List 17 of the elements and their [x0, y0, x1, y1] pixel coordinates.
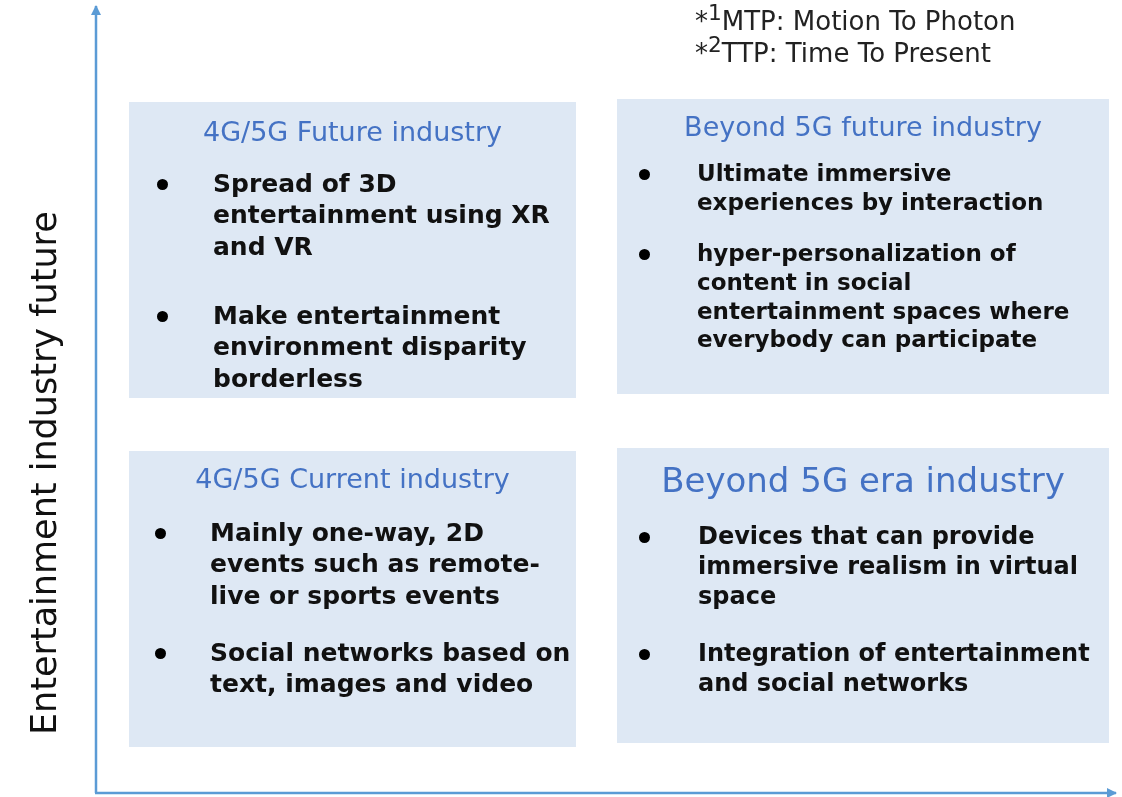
- quadrant-heading: 4G/5G Current industry: [194, 463, 511, 494]
- bullet-text: Make entertainment environment disparity borderless: [213, 300, 528, 394]
- bullet-text: Ultimate immersive experiences by interaction: [697, 159, 1045, 217]
- bullet-text: hyper-personalization of content in social entertainment spaces where everybody can participate: [697, 239, 1071, 354]
- bullet-text: Integration of entertainment and social networks: [698, 638, 1091, 698]
- quadrant-box: [617, 99, 1109, 394]
- quadrant-box: [129, 102, 576, 398]
- quadrant-heading: 4G/5G Future industry: [201, 116, 503, 147]
- bullet-text: Mainly one-way, 2D events such as remote-live or sports events: [210, 517, 541, 611]
- bullet-text: Social networks based on text, images and video: [210, 637, 572, 700]
- quadrant-box: [617, 448, 1109, 743]
- quadrant-box: [129, 451, 576, 747]
- quadrant-heading: Beyond 5G era industry: [660, 460, 1066, 500]
- bullet-text: Devices that can provide immersive realism in virtual space: [698, 521, 1079, 611]
- axis-label: Entertainment industry future: [24, 211, 64, 735]
- quadrant-heading: Beyond 5G future industry: [683, 111, 1043, 142]
- bullet-text: Spread of 3D entertainment using XR and VR: [213, 168, 551, 262]
